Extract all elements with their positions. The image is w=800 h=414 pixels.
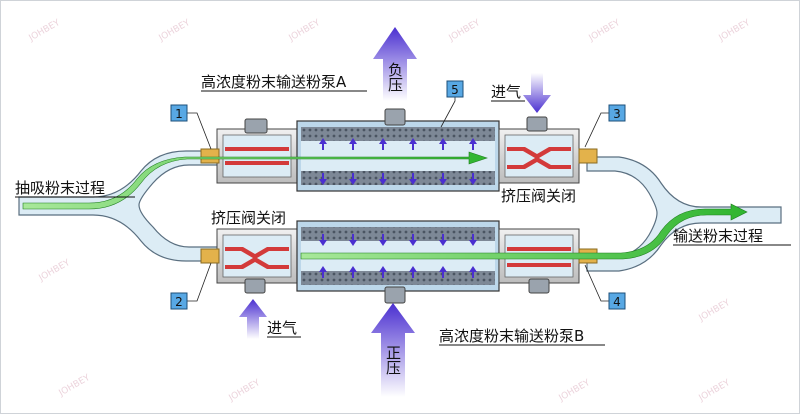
- watermark: JOHBEY: [37, 258, 73, 284]
- pump-b-filter-top: [301, 227, 495, 241]
- negative-pressure-arrow: [373, 27, 417, 101]
- pump-b-left-air-port: [244, 278, 266, 294]
- pump-b-right-air-port: [528, 278, 550, 294]
- pump-a-filter-top: [301, 127, 495, 141]
- pump-b-pressure-port: [384, 286, 406, 304]
- pump-b-right-valve-sleeve-bottom: [507, 263, 571, 267]
- positive-pressure-arrow: [371, 303, 415, 397]
- pump-a: [200, 108, 598, 192]
- pressure-arrows: [239, 27, 551, 397]
- positive-pressure-label: 正压: [384, 345, 402, 375]
- pump-b-pinch-valve-closed: [225, 247, 289, 269]
- callout-5: 5: [446, 80, 464, 98]
- pump-b-filter-arrows: [319, 234, 477, 278]
- negative-pressure-label: 负压: [386, 62, 404, 92]
- watermark: JOHBEY: [27, 18, 63, 44]
- pump-a-vacuum-port: [384, 108, 406, 126]
- callout-number: 5: [451, 83, 459, 97]
- watermark: JOHBEY: [287, 18, 323, 44]
- callout-3: 3: [608, 104, 626, 122]
- pump-a-filter-arrows: [319, 138, 477, 185]
- callout-1: 1: [170, 104, 188, 122]
- pump-b-left-fitting: [200, 248, 220, 264]
- pump-b-title: 高浓度粉末输送粉泵B: [439, 327, 584, 345]
- pump-a-right-fitting: [578, 148, 598, 164]
- pinch-valve-closed-bottom-label: 挤压阀关闭: [211, 209, 286, 227]
- delivery-flow-arrow: [300, 203, 748, 260]
- air-inlet-bottom-arrow: [239, 299, 267, 339]
- pump-a-left-air-port: [244, 118, 268, 134]
- watermark: JOHBEY: [57, 373, 93, 399]
- callout-number: 2: [175, 295, 183, 309]
- callout-2: 2: [170, 292, 188, 310]
- watermark: JOHBEY: [717, 18, 753, 44]
- watermark: JOHBEY: [697, 298, 733, 324]
- pump-b: [200, 220, 598, 304]
- callout-number: 3: [613, 107, 621, 121]
- air-inlet-top-label: 进气: [491, 83, 521, 101]
- delivery-process-label: 输送粉末过程: [673, 227, 763, 245]
- pump-a-left-valve-sleeve-bottom: [225, 161, 289, 165]
- pump-a-left-valve-bore: [222, 134, 292, 178]
- flow-arrows: [22, 151, 748, 260]
- pinch-valve-closed-top-label: 挤压阀关闭: [501, 187, 576, 205]
- suction-flow-arrow: [22, 151, 488, 210]
- callout-number: 1: [175, 107, 183, 121]
- pump-b-left-valve-bore: [222, 234, 292, 278]
- pump-a-left-fitting: [200, 148, 220, 164]
- pump-a-bore: [301, 141, 495, 171]
- pump-a-right-air-port: [526, 116, 548, 132]
- pump-a-left-valve-sleeve-top: [225, 147, 289, 151]
- pump-a-title: 高浓度粉末输送粉泵A: [201, 73, 347, 91]
- watermark: JOHBEY: [587, 18, 623, 44]
- watermark: JOHBEY: [447, 18, 483, 44]
- pump-b-right-valve-sleeve-top: [507, 247, 571, 251]
- suction-process-label: 抽吸粉末过程: [15, 179, 105, 197]
- inlet-pipe: [18, 150, 222, 262]
- watermark: JOHBEY: [227, 378, 263, 404]
- air-inlet-bottom-label: 进气: [267, 319, 297, 337]
- air-inlet-top-arrow: [523, 73, 551, 113]
- pump-b-filter-bottom: [301, 271, 495, 285]
- pump-a-filter-bottom: [301, 171, 495, 185]
- callout-number: 4: [613, 295, 621, 309]
- watermark: JOHBEY: [697, 378, 733, 404]
- watermark: JOHBEY: [157, 18, 193, 44]
- callout-4: 4: [608, 292, 626, 310]
- pump-a-pinch-valve-closed: [507, 147, 571, 169]
- watermark: JOHBEY: [557, 378, 593, 404]
